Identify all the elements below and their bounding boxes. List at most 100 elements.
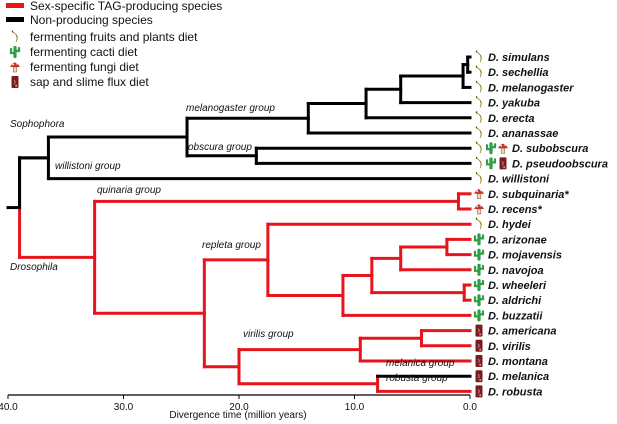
species-name: D. arizonae — [488, 234, 547, 246]
banana-icon — [475, 156, 482, 169]
mushroom-icon — [498, 143, 508, 154]
legend-producing-label: Sex-specific TAG-producing species — [30, 0, 222, 13]
species-name: D. hydei — [488, 219, 532, 231]
species-name: D. melanogaster — [488, 82, 574, 94]
species-tip: D. montana — [475, 355, 548, 368]
species-name: D. buzzatii — [488, 310, 543, 322]
sap-icon — [475, 385, 483, 398]
cactus-icon — [485, 142, 497, 155]
quinaria-group-label: quinaria group — [97, 185, 161, 196]
species-tip: D. buzzatii — [473, 309, 543, 322]
sophophora-label: Sophophora — [10, 119, 65, 130]
clade-labels: Sophophora Drosophila melanogaster group… — [10, 103, 455, 384]
species-name: D. sechellia — [488, 67, 549, 79]
robusta-group-label: robusta group — [386, 373, 448, 384]
species-tip: D. sechellia — [475, 65, 549, 79]
sap-icon — [475, 339, 483, 352]
cactus-icon — [473, 248, 485, 261]
species-tip: D. recens* — [474, 204, 543, 216]
mushroom-icon — [10, 62, 20, 73]
nonproducing-swatch — [6, 17, 24, 22]
cactus-icon — [473, 263, 485, 276]
species-tip: D. melanogaster — [475, 80, 574, 94]
banana-icon — [475, 217, 482, 230]
axis-tick-label: 20.0 — [229, 402, 249, 413]
species-tip: D. virilis — [475, 339, 531, 353]
axis-tick-label: 0.0 — [463, 402, 477, 413]
diet-legend-label: fermenting fruits and plants diet — [30, 30, 198, 44]
banana-icon — [11, 30, 18, 43]
banana-icon — [475, 111, 482, 123]
species-name: D. simulans — [488, 52, 550, 64]
axis-tick-label: 30.0 — [114, 402, 134, 413]
axis-tick-label: 10.0 — [345, 402, 365, 413]
branches — [6, 55, 472, 393]
species-tip: D. mojavensis — [473, 248, 562, 262]
species-tip: D. subobscura — [475, 141, 588, 155]
species-tip: D. navojoa — [473, 263, 544, 277]
species-tip: D. erecta — [475, 111, 534, 125]
species-name: D. willistoni — [488, 174, 550, 186]
species-name: D. erecta — [488, 113, 534, 125]
cactus-icon — [473, 309, 485, 322]
species-name: D. aldrichi — [488, 295, 542, 307]
species-name: D. ananassae — [488, 128, 558, 140]
species-name: D. wheeleri — [488, 280, 547, 292]
diet-legend-label: sap and slime flux diet — [30, 75, 149, 89]
species-name: D. melanica — [488, 371, 549, 383]
sap-icon — [11, 76, 19, 88]
banana-icon — [475, 141, 482, 154]
banana-icon — [475, 126, 482, 139]
sap-icon — [475, 324, 483, 337]
axis-tick-label: 40.0 — [0, 402, 18, 413]
species-name: D. subquinaria* — [488, 189, 569, 201]
willistoni-group-label: willistoni group — [55, 161, 121, 172]
banana-icon — [475, 95, 482, 108]
species-name: D. virilis — [488, 341, 531, 353]
repleta-group-label: repleta group — [202, 240, 261, 251]
species-tips: D. simulans D. sechellia D. melanogasterD.… — [473, 50, 608, 398]
species-tip: D. arizonae — [473, 233, 547, 246]
cactus-icon — [485, 157, 497, 170]
sap-icon — [499, 157, 507, 170]
cactus-icon — [473, 294, 485, 307]
sap-icon — [475, 370, 483, 383]
virilis-group-label: virilis group — [243, 329, 294, 340]
species-tip: D. melanica — [475, 370, 549, 383]
species-tip: D. ananassae — [475, 126, 558, 140]
species-name: D. subobscura — [512, 143, 588, 155]
obscura-group-label: obscura group — [188, 142, 252, 153]
banana-icon — [475, 65, 482, 78]
diet-legend: fermenting fruits and plants dietferment… — [9, 30, 198, 89]
species-tip: D. simulans — [475, 50, 550, 64]
mushroom-icon — [474, 204, 484, 215]
species-name: D. navojoa — [488, 265, 544, 277]
species-tip: D. hydei — [475, 217, 532, 231]
species-name: D. yakuba — [488, 98, 540, 110]
axis-title: Divergence time (million years) — [169, 410, 306, 421]
drosophila-label: Drosophila — [10, 262, 58, 273]
producing-swatch — [6, 3, 24, 8]
sap-icon — [475, 355, 483, 367]
time-axis: Divergence time (million years) 40.0 30.0… — [0, 394, 477, 421]
banana-icon — [475, 80, 482, 93]
banana-icon — [475, 50, 482, 63]
species-name: D. robusta — [488, 386, 542, 398]
species-tip: D. americana — [475, 324, 556, 338]
species-name: D. recens* — [488, 204, 543, 216]
diet-legend-label: fermenting fungi diet — [30, 60, 139, 74]
species-name: D. montana — [488, 356, 548, 368]
cactus-icon — [473, 233, 485, 246]
species-tip: D. wheeleri — [473, 279, 547, 292]
diet-legend-label: fermenting cacti diet — [30, 45, 138, 59]
species-tip: D. yakuba — [475, 95, 540, 110]
species-name: D. pseudoobscura — [512, 158, 608, 170]
cactus-icon — [473, 279, 485, 291]
species-tip: D. robusta — [475, 385, 542, 398]
species-tip: D. aldrichi — [473, 294, 542, 307]
species-tip: D. willistoni — [475, 171, 550, 186]
species-name: D. americana — [488, 326, 556, 338]
cactus-icon — [9, 46, 21, 58]
